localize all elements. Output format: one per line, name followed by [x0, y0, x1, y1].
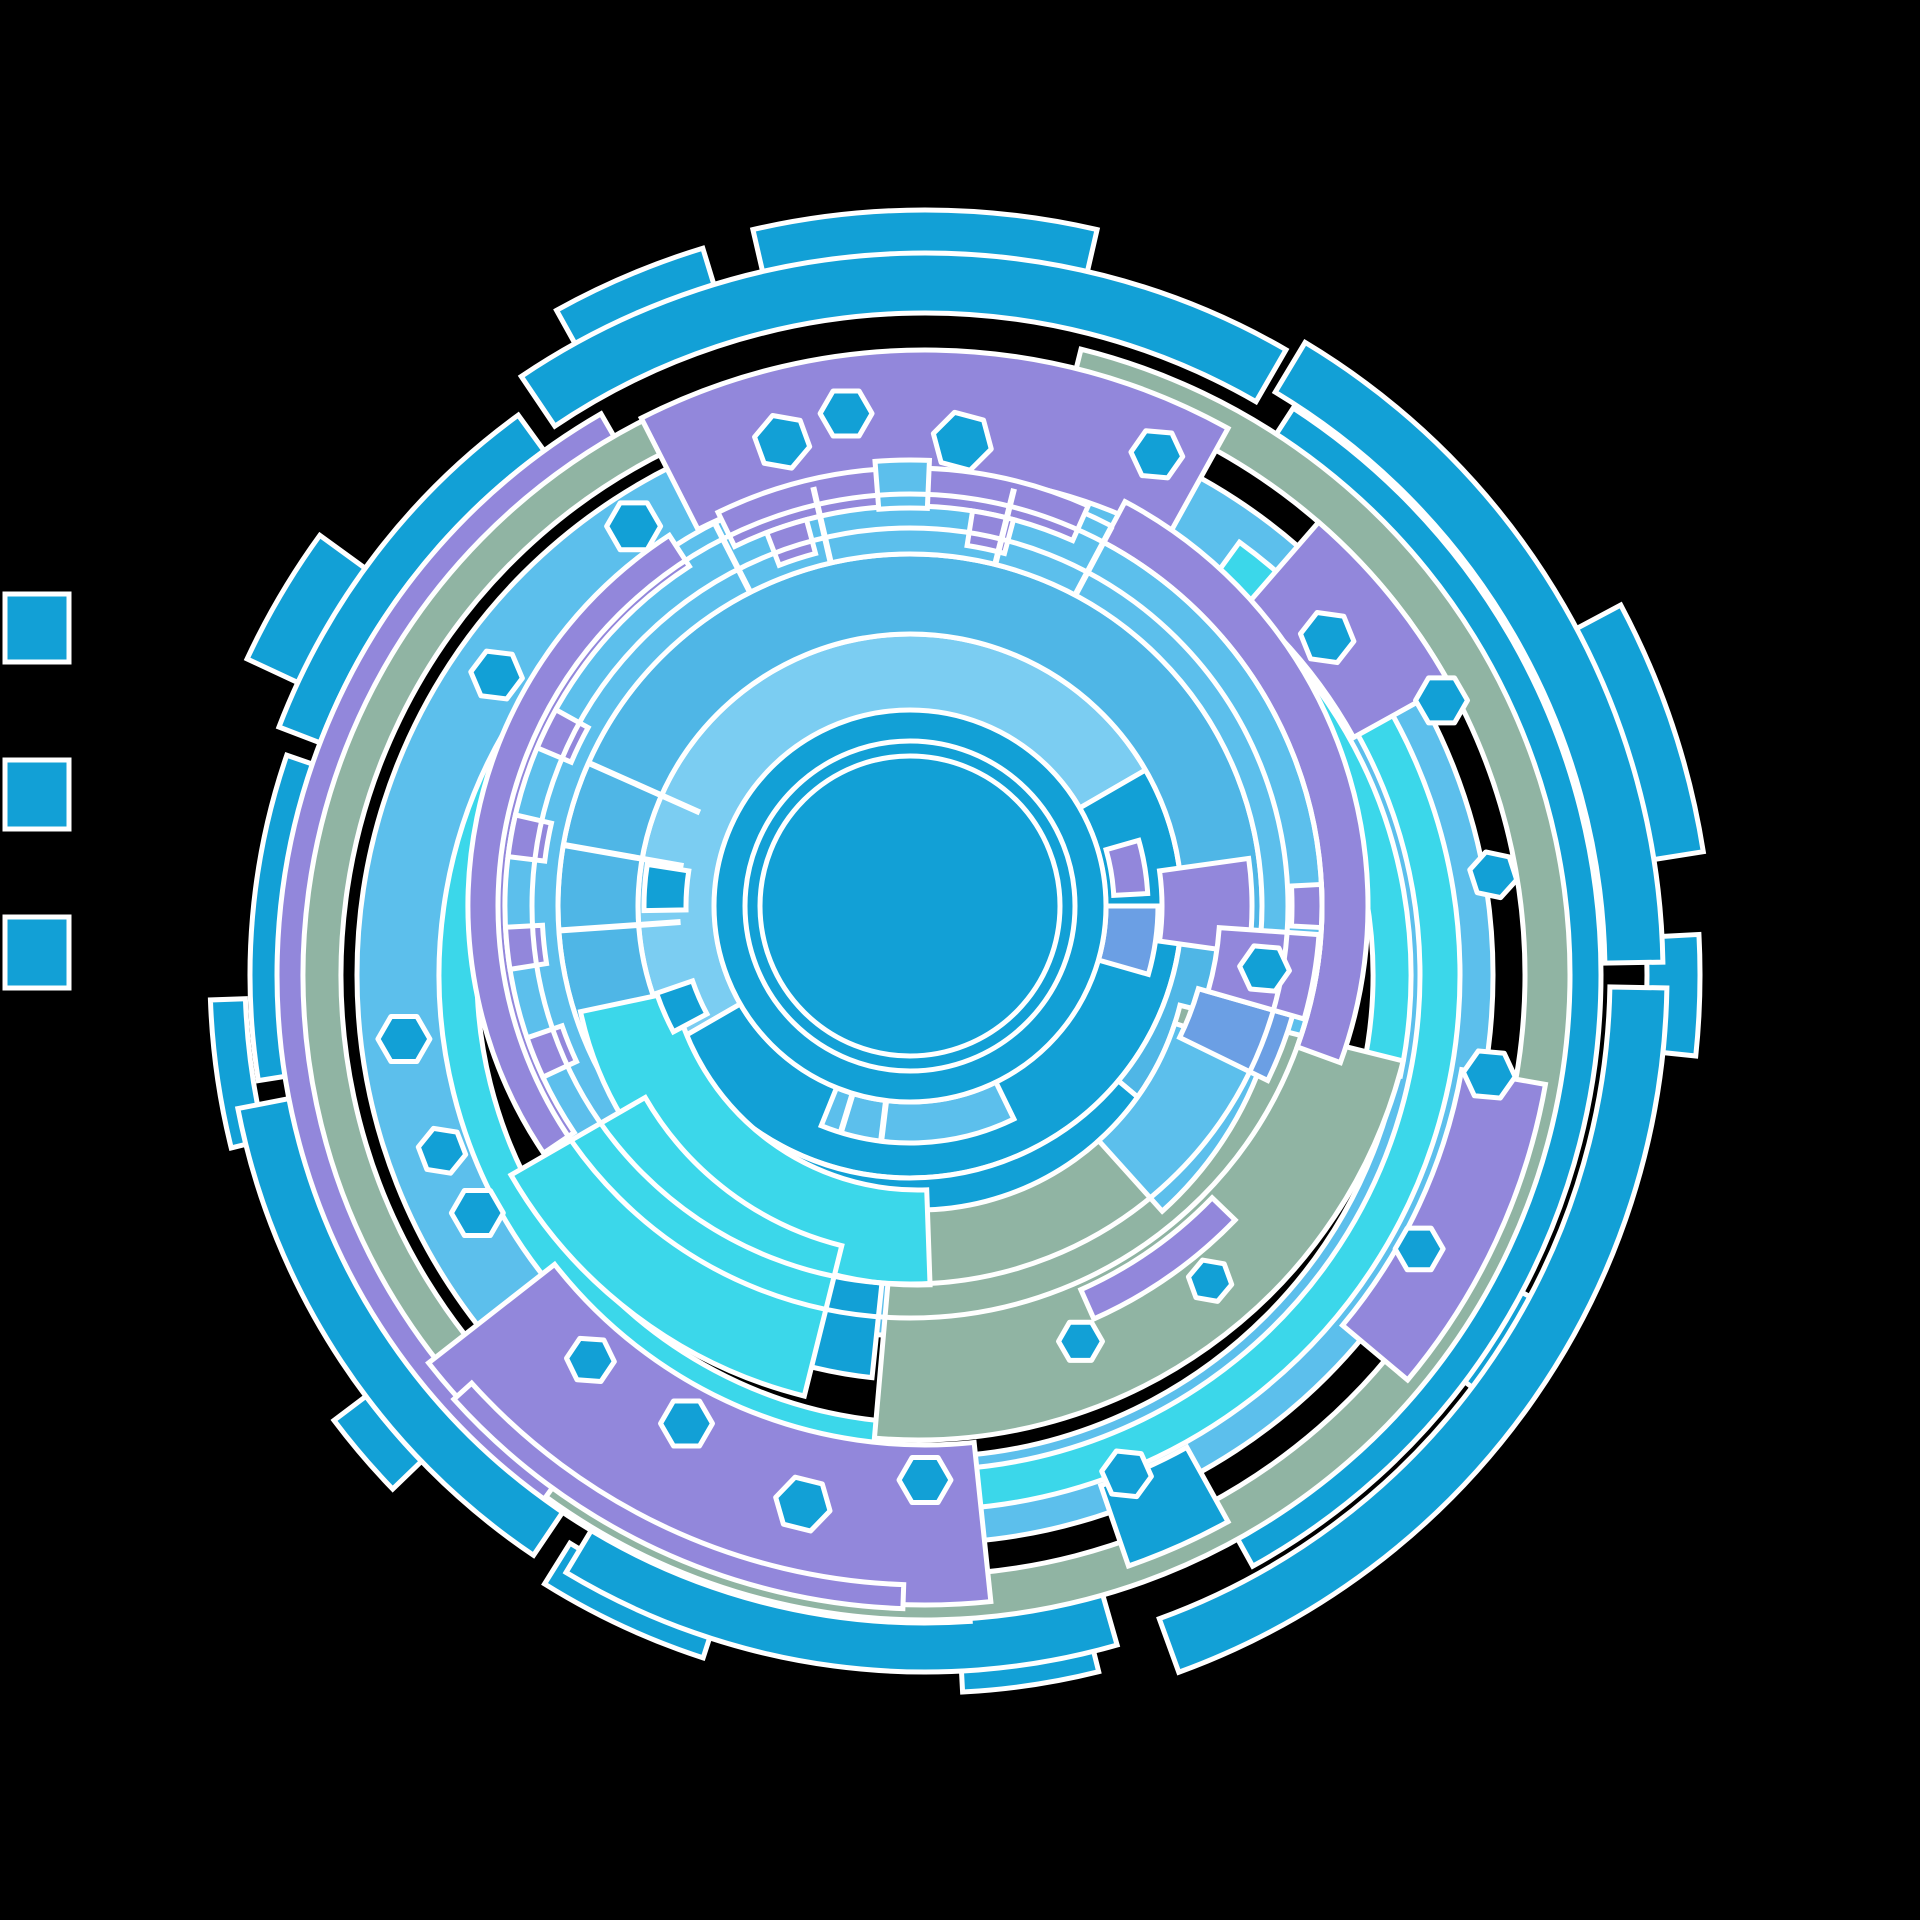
hexagon-stud-10 — [1185, 1257, 1235, 1304]
arc-purple-thin-bottom — [450, 1379, 907, 1612]
ring-e-tooth-2 — [502, 922, 550, 973]
cut-top-3 — [992, 488, 1017, 566]
hexagon-stud-20 — [468, 648, 525, 702]
ring-e-purple-bottom-right — [1077, 1194, 1239, 1323]
outer-ring-right-upper — [1271, 338, 1666, 966]
slab-periwinkle-right — [1176, 985, 1296, 1084]
hexagon-stud-16 — [563, 1335, 617, 1384]
wedge-light-slab — [1095, 1020, 1269, 1215]
hexagon-stud-7 — [1467, 849, 1520, 901]
hexagon-stud-19 — [375, 1013, 433, 1064]
center-ring-2 — [742, 738, 1078, 1074]
hexagon-stud-12 — [1099, 1448, 1154, 1500]
ring-e-bridge-light — [872, 457, 933, 512]
cut-top-1 — [712, 521, 753, 594]
tab-vivid-inner-left-a — [641, 861, 692, 914]
hexagon-stud-1 — [752, 413, 813, 471]
inner-guide-circle-b — [495, 491, 1325, 1321]
hexagon-stud-2 — [817, 388, 875, 439]
hexagon-stud-18 — [415, 1125, 469, 1176]
hexagon-stud-21 — [604, 500, 664, 553]
slab-purple-inner-right-small — [1103, 837, 1151, 898]
hexagon-stud-4 — [1128, 428, 1186, 481]
cut-top-4 — [1072, 524, 1115, 597]
hexagon-stud-15 — [658, 1398, 716, 1449]
legend-square-1 — [2, 591, 72, 665]
hexagon-stud-8 — [1460, 1048, 1518, 1101]
cut-top-2 — [810, 486, 834, 564]
slab-purple-bottom-right — [1338, 1066, 1549, 1384]
cut-left-3 — [587, 760, 702, 816]
cut-left-1 — [558, 919, 681, 934]
hexagon-stud-17 — [448, 1188, 506, 1239]
cut-left-2 — [562, 841, 685, 870]
ring-e-tooth-3 — [505, 811, 555, 864]
hexagon-stud-3 — [930, 409, 994, 473]
center-disc — [711, 707, 1109, 1105]
tab-vivid-inner-left-b — [653, 977, 711, 1036]
hexagon-stud-22 — [1237, 943, 1292, 994]
inner-guide-circle-a — [529, 525, 1291, 1287]
hexagon-stud-14 — [773, 1474, 833, 1534]
cut-bottom-1 — [878, 1100, 890, 1142]
hexagon-stud-5 — [1297, 610, 1357, 666]
cut-bottom-2 — [837, 1092, 856, 1134]
hexagon-stud-13 — [896, 1454, 954, 1506]
outer-ring-top — [517, 250, 1290, 430]
legend-square-2 — [2, 757, 72, 832]
ring-e-tooth-7 — [1288, 881, 1325, 931]
center-ring-1 — [757, 753, 1063, 1059]
hexagon-stud-6 — [1413, 675, 1471, 726]
hexagon-stud-9 — [1392, 1225, 1446, 1273]
ring-e-tooth-4 — [533, 706, 592, 766]
hexagon-stud-11 — [1056, 1319, 1106, 1363]
legend-square-3 — [2, 914, 72, 991]
outer-ring-right-lower — [1156, 984, 1670, 1676]
